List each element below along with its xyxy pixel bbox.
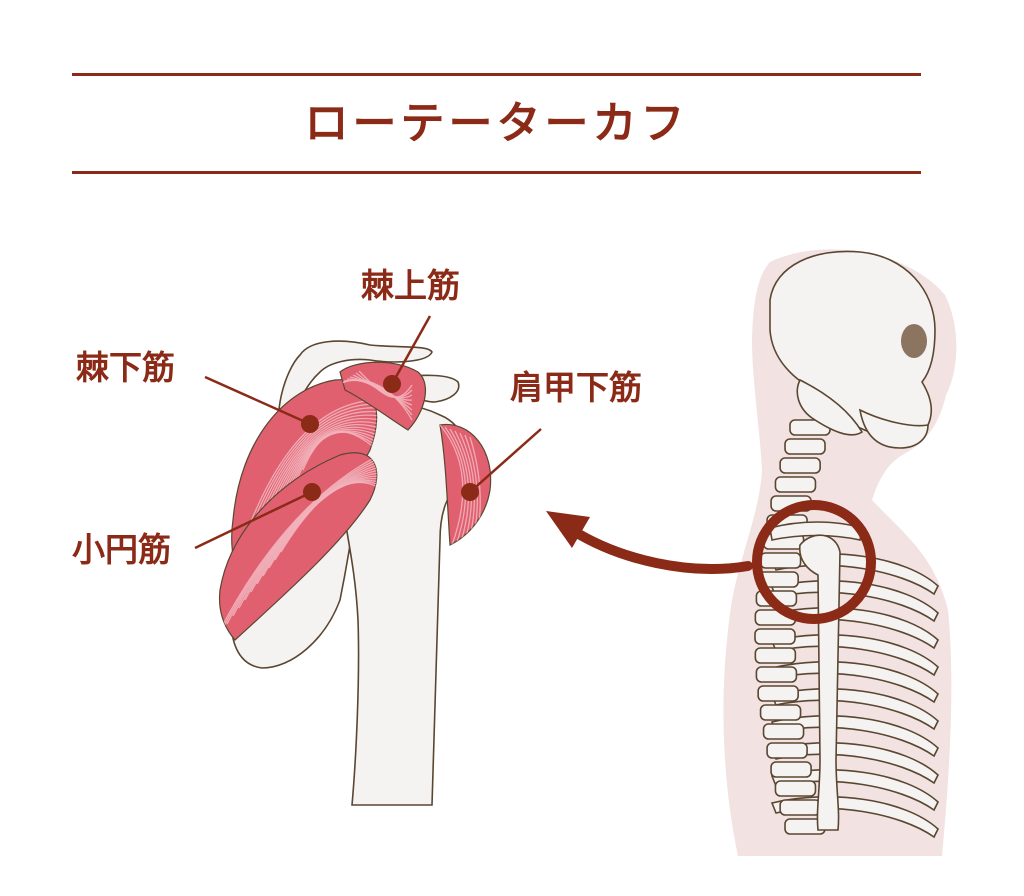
title-rule-bottom [72, 171, 921, 174]
label-subscapularis: 肩甲下筋 [510, 368, 642, 407]
leader-subscapularis [461, 428, 542, 501]
highlight-circle [752, 500, 876, 624]
leader-teres-minor [194, 483, 321, 550]
supraspinatus-muscle [339, 361, 427, 431]
leader-infraspinatus [204, 375, 319, 433]
teres-minor-muscle [218, 452, 378, 641]
title-rule-top [72, 73, 921, 76]
leader-supraspinatus [383, 315, 432, 393]
label-supraspinatus: 棘上筋 [361, 266, 460, 305]
skeleton-shoulder [769, 521, 863, 831]
curved-arrow-left-icon [546, 511, 753, 574]
page-title: ローテーターカフ [304, 98, 689, 149]
skull [769, 250, 936, 449]
label-teres-minor: 小円筋 [72, 530, 171, 569]
eye-socket [901, 324, 927, 358]
label-infraspinatus: 棘下筋 [76, 348, 175, 387]
